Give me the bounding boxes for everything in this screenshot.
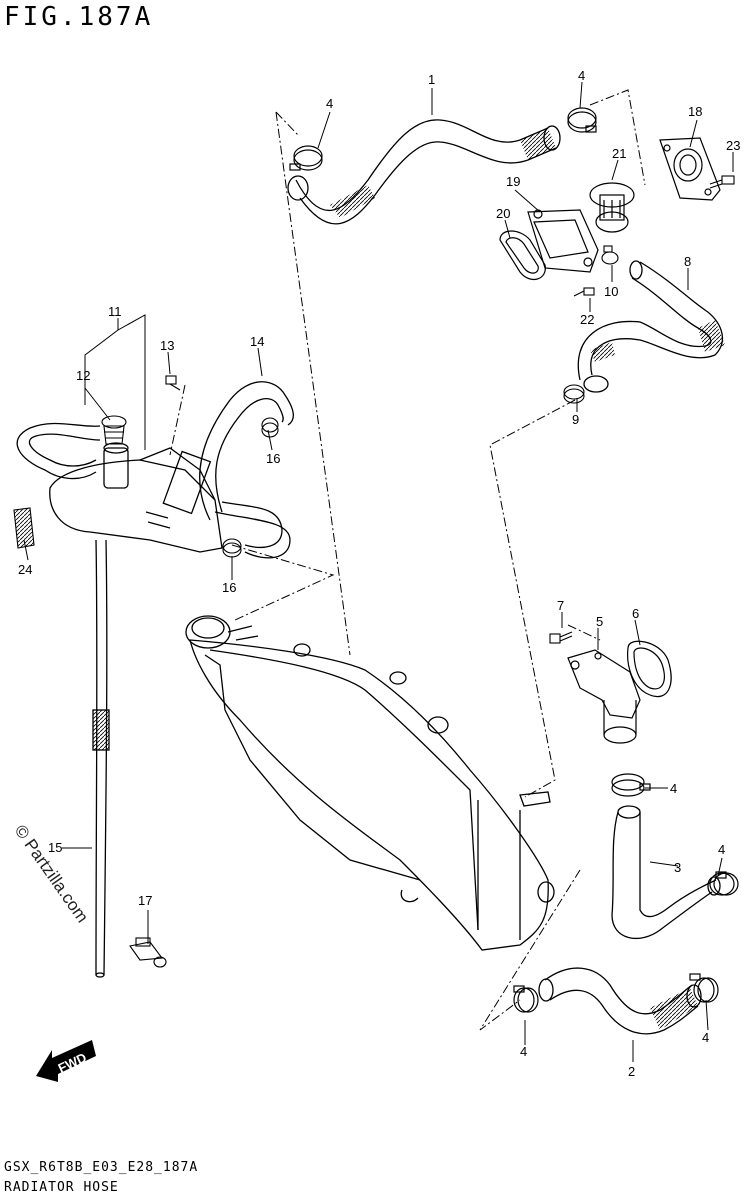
o-ring-20 bbox=[499, 230, 546, 281]
callout-4-c: 4 bbox=[670, 781, 677, 796]
callout-10: 10 bbox=[604, 284, 618, 299]
callout-14: 14 bbox=[250, 334, 264, 349]
bolt-13 bbox=[165, 375, 181, 391]
clamp-9 bbox=[563, 384, 585, 404]
callout-22: 22 bbox=[580, 312, 594, 327]
thermostat-21 bbox=[589, 182, 635, 233]
callout-labels: 1 2 3 4 4 4 4 4 4 5 6 7 8 9 10 11 12 13 … bbox=[18, 68, 740, 1079]
callout-17: 17 bbox=[138, 893, 152, 908]
callout-18: 18 bbox=[688, 104, 702, 119]
clamp-10 bbox=[601, 245, 619, 265]
drain-hose-15 bbox=[92, 539, 110, 978]
reference-lines bbox=[169, 89, 646, 1031]
callout-16-b: 16 bbox=[222, 580, 236, 595]
clamp-4-hose3 bbox=[709, 871, 739, 896]
clamp-4-hose2-left bbox=[513, 985, 539, 1013]
hose-3 bbox=[611, 805, 721, 939]
callout-6: 6 bbox=[632, 606, 639, 621]
callout-11: 11 bbox=[108, 304, 122, 319]
callout-23: 23 bbox=[726, 138, 740, 153]
clamp-4-hose2-right bbox=[689, 973, 719, 1003]
radiator bbox=[185, 615, 555, 951]
hose-8 bbox=[577, 260, 725, 393]
callout-4-e: 4 bbox=[520, 1044, 527, 1059]
callout-21: 21 bbox=[612, 146, 626, 161]
callout-13: 13 bbox=[160, 338, 174, 353]
clamp-4-top-left bbox=[289, 145, 323, 171]
callout-19: 19 bbox=[506, 174, 520, 189]
callout-15: 15 bbox=[48, 840, 62, 855]
callout-2: 2 bbox=[628, 1064, 635, 1079]
leader-lines bbox=[23, 81, 734, 1062]
callout-4-a: 4 bbox=[326, 96, 333, 111]
thermostat-housing-19 bbox=[527, 209, 599, 273]
cap-12 bbox=[101, 415, 127, 445]
callout-9: 9 bbox=[572, 412, 579, 427]
fwd-arrow-icon: FWD bbox=[36, 1040, 96, 1082]
o-ring-6 bbox=[627, 640, 672, 698]
clamp-16-top bbox=[261, 417, 279, 438]
clamp-4-pump bbox=[611, 773, 651, 797]
pump-cover-5 bbox=[567, 649, 641, 744]
watermark-text: © Partzilla.com bbox=[11, 821, 92, 926]
bolt-23 bbox=[709, 175, 735, 189]
clamp-4-top-right bbox=[567, 107, 597, 133]
callout-1: 1 bbox=[428, 72, 435, 87]
callout-4-d: 4 bbox=[718, 842, 725, 857]
callout-3: 3 bbox=[674, 860, 681, 875]
bolt-22 bbox=[573, 287, 595, 297]
callout-7: 7 bbox=[557, 598, 564, 613]
figure-title: FIG.187A bbox=[4, 2, 154, 32]
callout-12: 12 bbox=[76, 368, 90, 383]
label-24 bbox=[13, 507, 35, 549]
clamp-16-bottom bbox=[222, 538, 242, 558]
overflow-hose-left bbox=[16, 422, 101, 480]
callout-8: 8 bbox=[684, 254, 691, 269]
bolt-7 bbox=[549, 631, 573, 644]
hose-14 bbox=[198, 381, 294, 559]
fwd-label: FWD bbox=[56, 1050, 89, 1076]
figure-code: GSX_R6T8B_E03_E28_187A bbox=[4, 1160, 199, 1175]
callout-24: 24 bbox=[18, 562, 32, 577]
callout-5: 5 bbox=[596, 614, 603, 629]
clip-17 bbox=[129, 937, 167, 968]
thermostat-cover-18 bbox=[659, 137, 721, 201]
reservoir-tank-11 bbox=[49, 442, 223, 553]
hose-2 bbox=[538, 967, 702, 1035]
callout-16-a: 16 bbox=[266, 451, 280, 466]
figure-name: RADIATOR HOSE bbox=[4, 1180, 119, 1195]
callout-20: 20 bbox=[496, 206, 510, 221]
upper-hose-1 bbox=[287, 119, 561, 225]
callout-4-b: 4 bbox=[578, 68, 585, 83]
callout-4-f: 4 bbox=[702, 1030, 709, 1045]
